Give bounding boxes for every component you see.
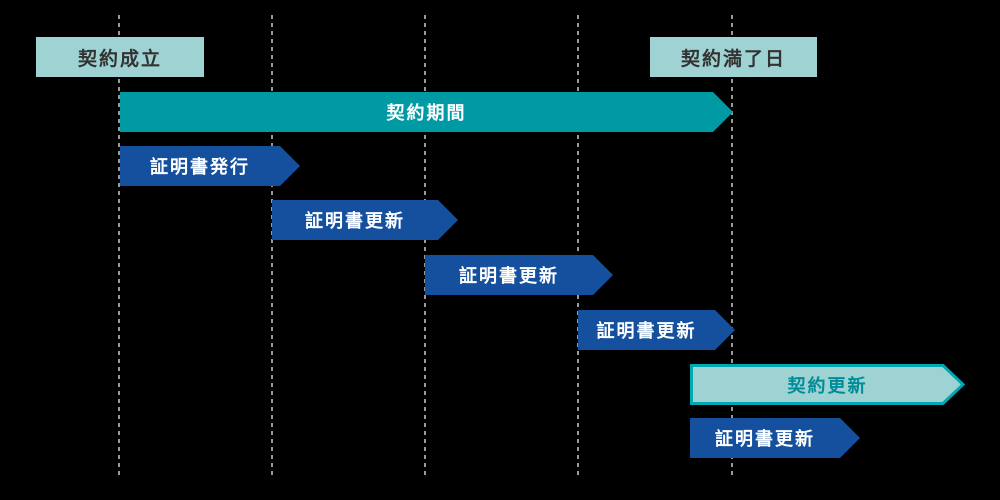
- gridline: [424, 15, 426, 478]
- milestone-contract-start: 契約成立: [36, 37, 204, 77]
- bar-cert-renewal-2: 証明書更新: [425, 255, 613, 295]
- bar-cert-renewal-1: 証明書更新: [272, 200, 458, 240]
- bar-contract-period-label: 契約期間: [386, 103, 467, 123]
- bar-contract-renewal: 契約更新: [690, 364, 965, 405]
- gridline: [118, 15, 120, 478]
- bar-contract-period: 契約期間: [120, 92, 733, 132]
- bar-cert-issue-label: 証明書発行: [150, 157, 250, 177]
- bar-cert-renewal-2-label: 証明書更新: [459, 266, 559, 286]
- contract-renewal-arrow-shape: [690, 364, 965, 405]
- bar-cert-renewal-3: 証明書更新: [578, 310, 735, 350]
- milestone-contract-expiry: 契約満了日: [650, 37, 817, 77]
- bar-cert-renewal-1-label: 証明書更新: [305, 211, 405, 231]
- bar-cert-renewal-3-label: 証明書更新: [596, 321, 697, 341]
- bar-contract-renewal-label: 契約更新: [787, 375, 868, 396]
- gridline: [577, 15, 579, 478]
- gridline: [731, 15, 733, 478]
- gridline: [271, 15, 273, 478]
- bar-cert-issue: 証明書発行: [120, 146, 300, 186]
- milestone-contract-start-label: 契約成立: [77, 48, 162, 70]
- bar-cert-renewal-final: 証明書更新: [690, 418, 860, 458]
- bar-cert-renewal-final-label: 証明書更新: [715, 429, 815, 449]
- milestone-contract-expiry-label: 契約満了日: [680, 48, 786, 70]
